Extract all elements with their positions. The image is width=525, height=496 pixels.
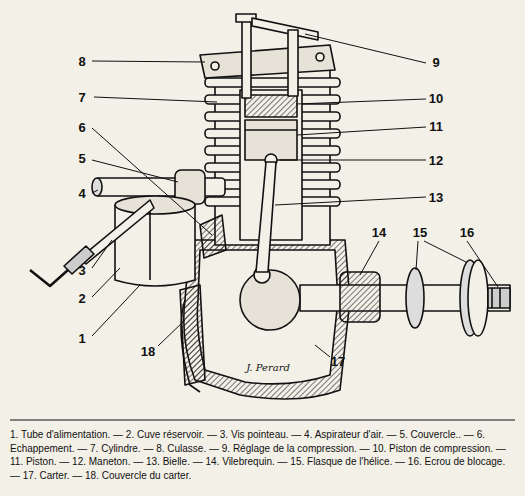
callout-number: 14 bbox=[372, 226, 386, 239]
callout-number: 16 bbox=[460, 226, 474, 239]
callout-number: 17 bbox=[331, 355, 345, 368]
artist-signature: J. Perard bbox=[246, 363, 290, 373]
callout-number: 15 bbox=[413, 226, 427, 239]
callout-number: 2 bbox=[78, 292, 85, 305]
callout-number: 11 bbox=[429, 120, 443, 133]
callout-number: 8 bbox=[78, 55, 85, 68]
callout-number: 4 bbox=[78, 187, 85, 200]
callout-number: 3 bbox=[78, 264, 85, 277]
callout-number: 10 bbox=[429, 92, 443, 105]
callout-number: 18 bbox=[141, 345, 155, 358]
callout-number: 9 bbox=[432, 56, 439, 69]
callout-number: 12 bbox=[429, 154, 443, 167]
cooling-fin bbox=[205, 78, 340, 87]
callout-number: 5 bbox=[78, 152, 85, 165]
callout-number: 13 bbox=[429, 191, 443, 204]
callout-number: 1 bbox=[78, 332, 85, 345]
parts-legend-caption: 1. Tube d'alimentation. — 2. Cuve réserv… bbox=[10, 428, 515, 482]
callout-number: 6 bbox=[78, 121, 85, 134]
callout-number: 7 bbox=[78, 91, 85, 104]
